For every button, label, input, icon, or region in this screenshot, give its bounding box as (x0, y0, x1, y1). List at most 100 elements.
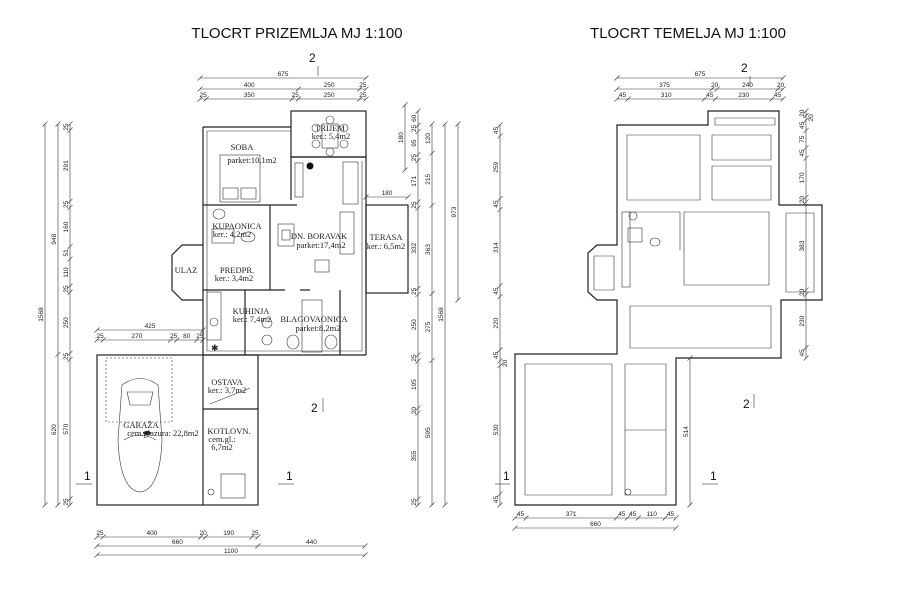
room-name: KUPAONICA (212, 221, 262, 231)
dimension-label: 60 (411, 114, 418, 122)
dimension-label: 25 (63, 352, 70, 360)
dimension-tick (200, 337, 206, 343)
dimension-tick (363, 86, 369, 92)
dimension-label: 25 (96, 530, 104, 537)
dimension-label: 973 (451, 206, 458, 217)
dimension-label: 20 (502, 359, 509, 367)
ground-floor-plan: ✱ (96, 110, 409, 506)
dimension-tick (497, 206, 503, 213)
dimension-tick (415, 285, 421, 292)
dimension-label: 75 (799, 135, 806, 143)
dimension-tick (455, 121, 461, 127)
dimension-tick (197, 86, 203, 92)
dimension-label: 25 (63, 498, 70, 506)
room-area: ker.: 3,7m2 (208, 385, 246, 395)
wardrobe-icon (342, 161, 359, 205)
dimension-tick (94, 552, 100, 558)
dimension-tick (363, 75, 369, 81)
dimension-tick (167, 337, 174, 343)
dimension-label: 250 (324, 82, 335, 89)
interior-walls (203, 156, 366, 355)
dimension-tick (255, 534, 261, 540)
dimension-label: 20 (799, 288, 806, 296)
dimension-tick (497, 122, 503, 128)
dimension-label: 45 (706, 92, 714, 99)
dimension-tick (803, 194, 809, 201)
dimension-tick (94, 543, 100, 549)
dimension-tick (415, 108, 421, 114)
dimension-tick (42, 121, 48, 127)
section-mark-2: 2 (741, 61, 748, 75)
kitchen-sink-icon (209, 317, 219, 327)
room-name: TRIJEM (315, 123, 345, 133)
dimension-label: 45 (493, 200, 500, 208)
dimension-tick (67, 350, 73, 356)
dimension-tick (429, 290, 435, 297)
dimension-tick (67, 502, 73, 508)
dimension-label: 45 (493, 496, 500, 504)
room-labels-ground: TRIJEM ker.: 5,4m2 SOBA parket:10,1m2 KU… (123, 123, 405, 452)
dimension-tick (429, 202, 435, 209)
dimension-tick (197, 534, 204, 540)
dimension-tick (249, 534, 255, 540)
room-area: cem.glazura: 22,8m2 (127, 428, 199, 438)
dimension-label: 259 (493, 161, 500, 172)
chimney-icon (306, 162, 314, 170)
dimension-label: 291 (63, 160, 70, 171)
dimension-tick (709, 86, 715, 92)
room-area: ker.: 7,4m2 (233, 314, 271, 324)
dimension-label: 180 (382, 190, 393, 197)
dimension-tick (289, 96, 295, 102)
dimension-tick (415, 128, 421, 135)
room-name: PREDPR. (220, 265, 254, 275)
dimension-tick (429, 502, 435, 508)
table-chairs-icon (311, 115, 349, 157)
dimension-tick (780, 75, 786, 81)
dimension-label: 675 (278, 71, 289, 78)
dimension-tick (363, 194, 369, 200)
dimension-label: 25 (411, 154, 418, 162)
dimension-tick (357, 86, 363, 92)
dimension-label: 660 (590, 521, 601, 528)
dimension-tick (67, 127, 73, 133)
dimension-label: 80 (183, 333, 191, 340)
room-name: OSTAVA (211, 377, 243, 387)
ground-floor-title: TLOCRT PRIZEMLJA MJ 1:100 (191, 25, 402, 42)
dimension-tick (497, 293, 503, 300)
dimension-label: 45 (799, 149, 806, 157)
section-mark-2: 2 (311, 401, 318, 415)
dimension-tick (67, 283, 73, 289)
room-area: ker.: 5,4m2 (312, 131, 350, 141)
dimension-tick (362, 552, 368, 558)
dimension-label: 45 (493, 126, 500, 134)
dimension-tick (803, 117, 809, 123)
dimension-label: 675 (695, 71, 706, 78)
dimension-label: 25 (251, 530, 259, 537)
room-area: ker.: 6,5m2 (367, 241, 405, 251)
room-area: 6,7m2 (211, 442, 233, 452)
dimension-tick (497, 362, 503, 369)
room-area: ker.: 3,4m2 (215, 273, 253, 283)
dimension-label: 45 (667, 511, 675, 518)
dimension-tick (402, 167, 408, 173)
dimension-label: 45 (799, 121, 806, 129)
dimension-tick (512, 525, 518, 531)
dimension-label: 220 (493, 317, 500, 328)
dimension-tick (194, 337, 200, 343)
dimension-label: 383 (799, 240, 806, 251)
dimension-tick (94, 337, 100, 343)
bathtub-icon (211, 228, 235, 244)
dimension-tick (687, 502, 693, 508)
section-mark-1: 1 (286, 469, 293, 483)
fireplace-icon (277, 223, 295, 247)
dimension-tick (523, 515, 529, 521)
bed-icon (219, 154, 261, 203)
dimension-label: 160 (63, 221, 70, 232)
dimension-label: 45 (493, 351, 500, 359)
dimension-label: 25 (97, 333, 105, 340)
dimension-tick (67, 121, 73, 127)
dimension-tick (200, 327, 206, 333)
room-area: parket:17,4m2 (296, 240, 345, 250)
dimension-tick (67, 256, 73, 262)
